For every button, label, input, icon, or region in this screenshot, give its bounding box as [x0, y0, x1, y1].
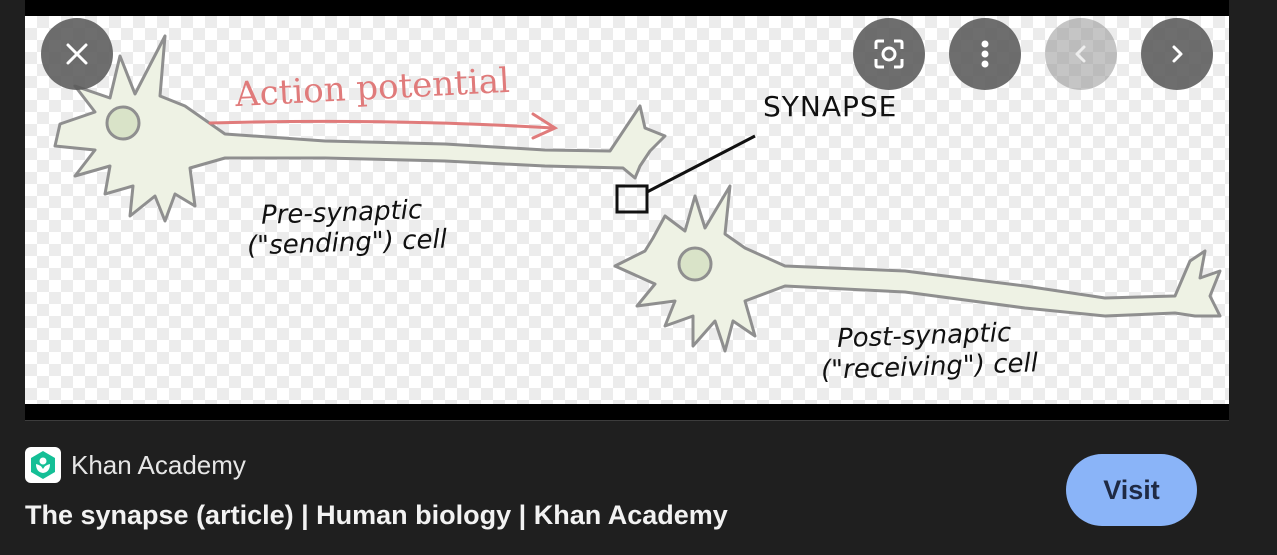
synapse-pointer: [646, 134, 756, 194]
lens-icon: [874, 39, 904, 69]
action-potential-arrow: [208, 112, 559, 140]
khan-academy-favicon: [25, 447, 61, 483]
next-image-button[interactable]: [1141, 18, 1213, 90]
google-lens-button[interactable]: [853, 18, 925, 90]
close-button[interactable]: [41, 18, 113, 90]
khan-academy-logo-icon: [31, 451, 55, 479]
more-vert-icon: [981, 40, 989, 68]
divider: [25, 420, 1229, 421]
presynaptic-neuron: [53, 34, 667, 223]
chevron-right-icon: [1172, 45, 1183, 63]
more-options-button[interactable]: [949, 18, 1021, 90]
chevron-left-icon: [1075, 45, 1086, 63]
visit-button[interactable]: Visit: [1066, 454, 1197, 526]
source-row[interactable]: Khan Academy: [25, 447, 246, 483]
page-title-link[interactable]: The synapse (article) | Human biology | …: [25, 500, 728, 530]
previous-image-button[interactable]: [1045, 18, 1117, 90]
postsynaptic-neuron: [613, 184, 1222, 353]
close-icon: [66, 43, 88, 65]
label-postsynaptic-line1: Post-synaptic: [836, 317, 1012, 355]
synapse-box: [615, 184, 649, 214]
label-synapse: SYNAPSE: [763, 90, 898, 123]
preview-image: Action potential SYNAPSE Pre-synaptic ("…: [25, 16, 1229, 404]
source-name[interactable]: Khan Academy: [71, 449, 246, 480]
neuron-diagram: [53, 34, 1222, 353]
